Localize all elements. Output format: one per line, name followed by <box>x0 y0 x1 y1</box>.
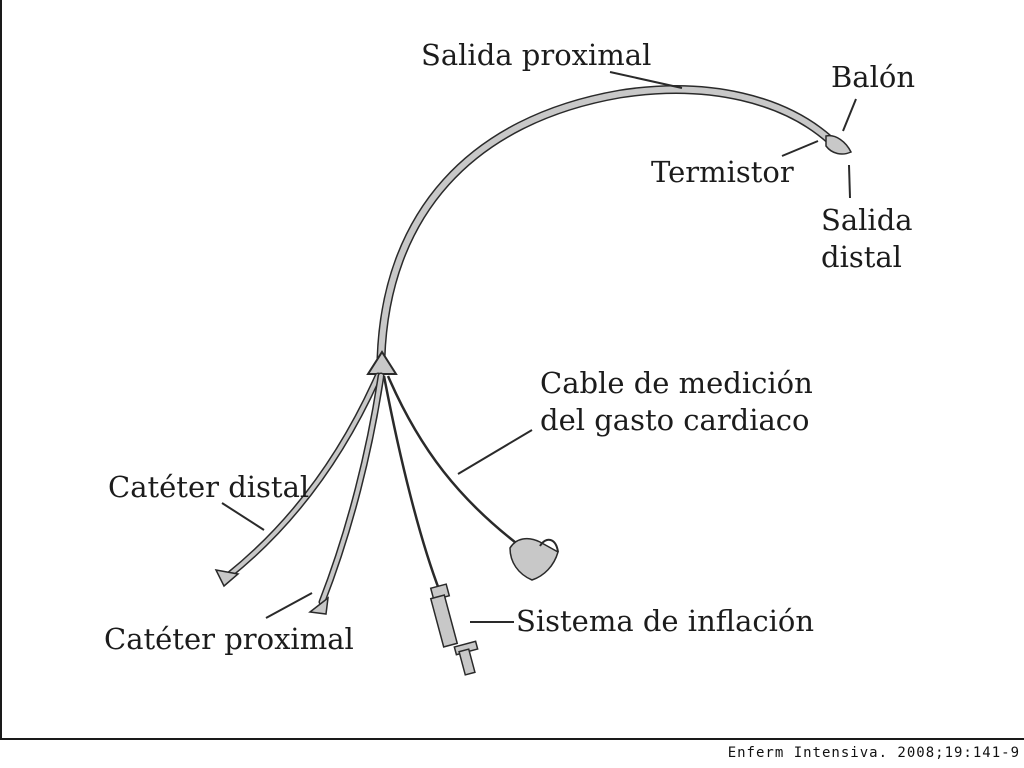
leader-termistor <box>781 140 819 157</box>
catheter-diagram: Salida proximal Balón Termistor Salida d… <box>104 38 915 676</box>
proximal-catheter-branch-outline <box>318 372 385 606</box>
distal-catheter-connector <box>214 568 240 588</box>
label-cateter-proximal: Catéter proximal <box>104 622 354 656</box>
leader-salida-distal <box>848 164 851 199</box>
cardiac-output-cable <box>386 375 521 547</box>
catheter-main-tube <box>378 86 833 361</box>
leader-balon <box>842 98 857 132</box>
label-cable-line2: del gasto cardiaco <box>540 403 810 437</box>
balloon-tip <box>825 134 853 155</box>
catheter-main-tube-outline <box>376 85 835 363</box>
leader-cateter-distal <box>221 502 265 531</box>
distal-catheter-branch <box>226 374 380 578</box>
citation: Enferm Intensiva. 2008;19:141-9 <box>727 745 1020 761</box>
label-cable-line1: Cable de medición <box>540 366 813 400</box>
inflation-line <box>382 375 442 593</box>
leader-cable <box>457 429 533 475</box>
label-cateter-distal: Catéter distal <box>108 470 309 504</box>
proximal-catheter-branch <box>320 374 383 604</box>
leader-salida-proximal <box>609 71 683 89</box>
label-salida-distal-line2: distal <box>821 240 902 274</box>
label-salida-distal-line1: Salida <box>821 203 913 237</box>
label-sistema-inflacion: Sistema de inflación <box>516 604 814 638</box>
cable-connector <box>509 537 559 581</box>
cable-connector-clip <box>539 538 559 553</box>
figure-frame <box>0 0 1024 740</box>
label-balon: Balón <box>831 60 915 94</box>
label-termistor: Termistor <box>651 155 794 189</box>
catheter-hub <box>366 350 398 375</box>
label-salida-proximal: Salida proximal <box>421 38 651 72</box>
inflation-syringe <box>429 583 479 676</box>
leader-cateter-proximal <box>265 592 313 619</box>
proximal-catheter-connector <box>308 596 329 615</box>
